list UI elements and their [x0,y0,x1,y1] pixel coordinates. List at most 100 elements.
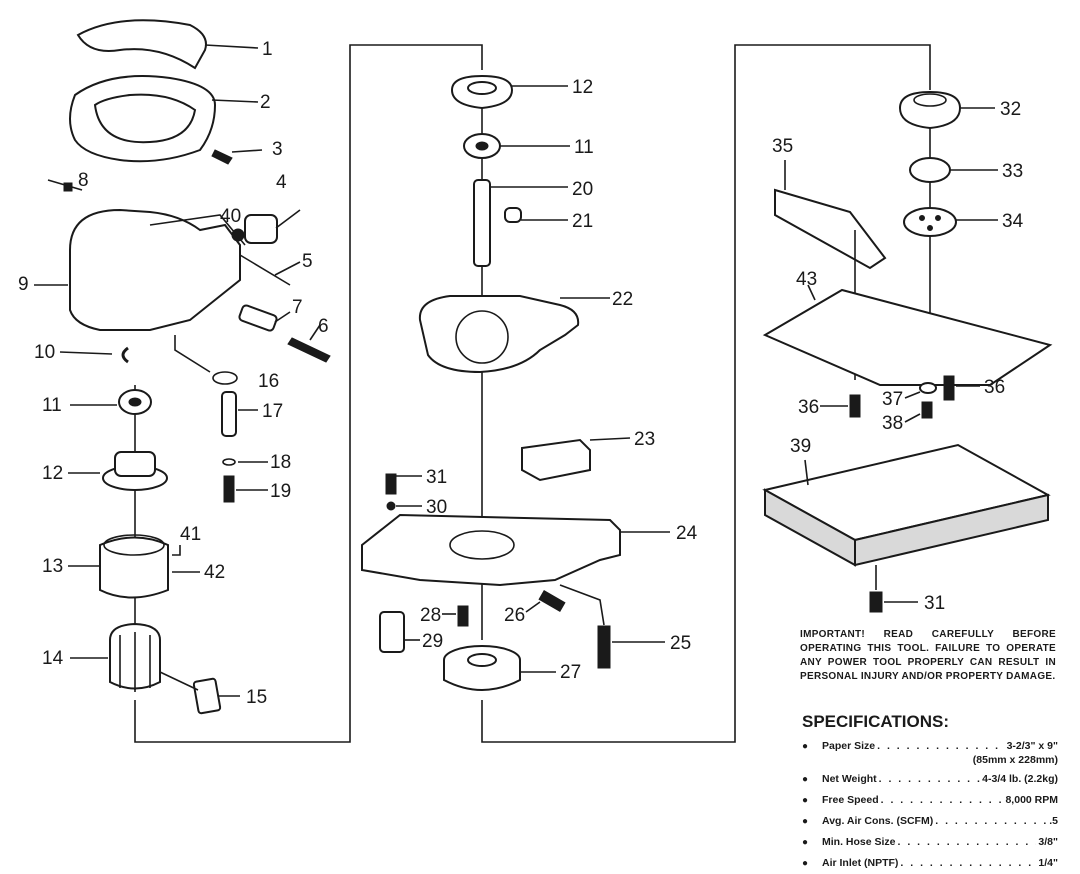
part-label-p6: 6 [318,316,329,337]
part-label-p39: 39 [790,436,811,457]
part-label-p18: 18 [270,452,291,473]
part-label-p8: 8 [78,170,89,191]
spec-value: 8,000 RPM [1005,794,1058,806]
connector-line-right [481,44,931,743]
part-label-p25: 25 [670,633,691,654]
part-label-p21: 21 [572,211,593,232]
part-label-p41: 41 [180,524,201,545]
part-label-p40: 40 [220,206,241,227]
part-label-p23: 23 [634,429,655,450]
part-label-p42: 42 [204,562,225,583]
part-label-p29: 29 [422,631,443,652]
part-35-paper-clamp [774,188,887,270]
bullet-icon: ● [802,816,809,827]
spec-label: Air Inlet (NPTF) [822,857,899,869]
part-label-p36b: 36 [984,377,1005,398]
part-36-bolt-right [943,375,955,401]
part-3-screw [211,149,233,165]
part-9-motor-housing [69,208,241,331]
spec-row: ● Min. Hose Size 3/8" [802,832,1058,853]
part-18-o-ring [222,458,236,466]
part-label-p26: 26 [504,605,525,626]
part-28-screw [457,605,469,627]
part-label-p24: 24 [676,523,698,544]
part-7-valve [238,304,278,332]
part-label-p34: 34 [1002,211,1024,232]
bullet-icon: ● [802,795,809,806]
part-34-washer-plate [903,207,957,237]
specifications-block: SPECIFICATIONS: ●Paper Size3-2/3" x 9"(8… [802,712,1058,874]
bullet-icon: ● [802,774,809,785]
spec-value: 3-2/3" x 9" [1006,740,1058,752]
spec-sub-value: (85mm x 228mm) [972,754,1058,766]
part-2-guard-band [69,75,217,163]
part-labels: 1234567891011121314151617181940414212112… [18,39,1024,708]
specifications-title: SPECIFICATIONS: [802,712,950,731]
part-label-p35: 35 [772,136,793,157]
part-20-drive-shaft [473,179,491,267]
part-21-key [504,207,522,223]
spec-row: ●Paper Size3-2/3" x 9" [802,736,1058,757]
bullet-icon: ● [802,837,809,848]
part-4-air-inlet [244,214,278,244]
part-16-o-ring [212,371,238,385]
leader-dots [881,790,1004,810]
part-label-p17: 17 [262,401,283,422]
spec-label: Avg. Air Cons. (SCFM) [822,815,934,827]
part-label-p19: 19 [270,481,291,502]
bullet-icon: ● [802,858,809,869]
part-36-bolt-left [849,394,861,418]
specifications-list: ●Paper Size3-2/3" x 9"(85mm x 228mm) ●Net… [802,736,1058,874]
part-label-p10: 10 [34,342,55,363]
part-label-p31a: 31 [426,467,447,488]
part-label-p13: 13 [42,556,63,577]
part-label-p5: 5 [302,251,313,272]
spec-label: Min. Hose Size [822,836,896,848]
part-label-p12a: 12 [42,463,63,484]
part-26-screw [538,589,566,613]
part-23-bracket [521,438,591,482]
part-label-p9: 9 [18,274,29,295]
part-label-p20: 20 [572,179,593,200]
part-label-p43: 43 [796,269,817,290]
part-label-p36a: 36 [798,397,819,418]
part-5-pin [239,254,291,286]
bullet-icon: ● [802,741,809,752]
part-8-screw [63,182,73,192]
part-31-pad-bolt [869,591,883,613]
part-label-p3: 3 [272,139,283,160]
part-label-p33: 33 [1002,161,1023,182]
part-19-spring [223,475,235,503]
spec-value: 4-3/4 lb. (2.2kg) [982,773,1058,785]
part-label-p32: 32 [1000,99,1021,120]
part-label-p30: 30 [426,497,447,518]
spec-row: ●Avg. Air Cons. (SCFM).5 [802,811,1058,832]
part-13-cylinder [99,536,169,599]
part-29-counterweight [379,611,405,653]
part-label-p37: 37 [882,389,903,410]
spec-value: 3/8" [1038,836,1058,848]
part-label-p16: 16 [258,371,279,392]
part-24-base-plate [361,513,621,587]
part-32-hub [898,90,962,130]
part-17-throttle-pin [221,391,237,437]
connector-line-left [134,44,483,743]
part-1-top-cap [76,19,207,70]
part-43-pad-plate [762,288,1053,386]
leader-dots [879,769,981,789]
part-label-p15: 15 [246,687,267,708]
warning-text: IMPORTANT! READ CAREFULLY BEFORE OPERATI… [800,629,1056,682]
leader-dots [935,811,1047,831]
leader-dots [900,853,1036,873]
part-40-washer [231,228,245,242]
part-label-p2: 2 [260,92,271,113]
part-6-spring [287,337,331,363]
part-30-washer [386,501,396,511]
spec-label: Free Speed [822,794,879,806]
part-label-p14: 14 [42,648,64,669]
spec-row: ●Net Weight4-3/4 lb. (2.2kg) [802,769,1058,790]
spec-row: ● Free Speed 8,000 RPM [802,790,1058,811]
part-38-nut [921,401,933,419]
